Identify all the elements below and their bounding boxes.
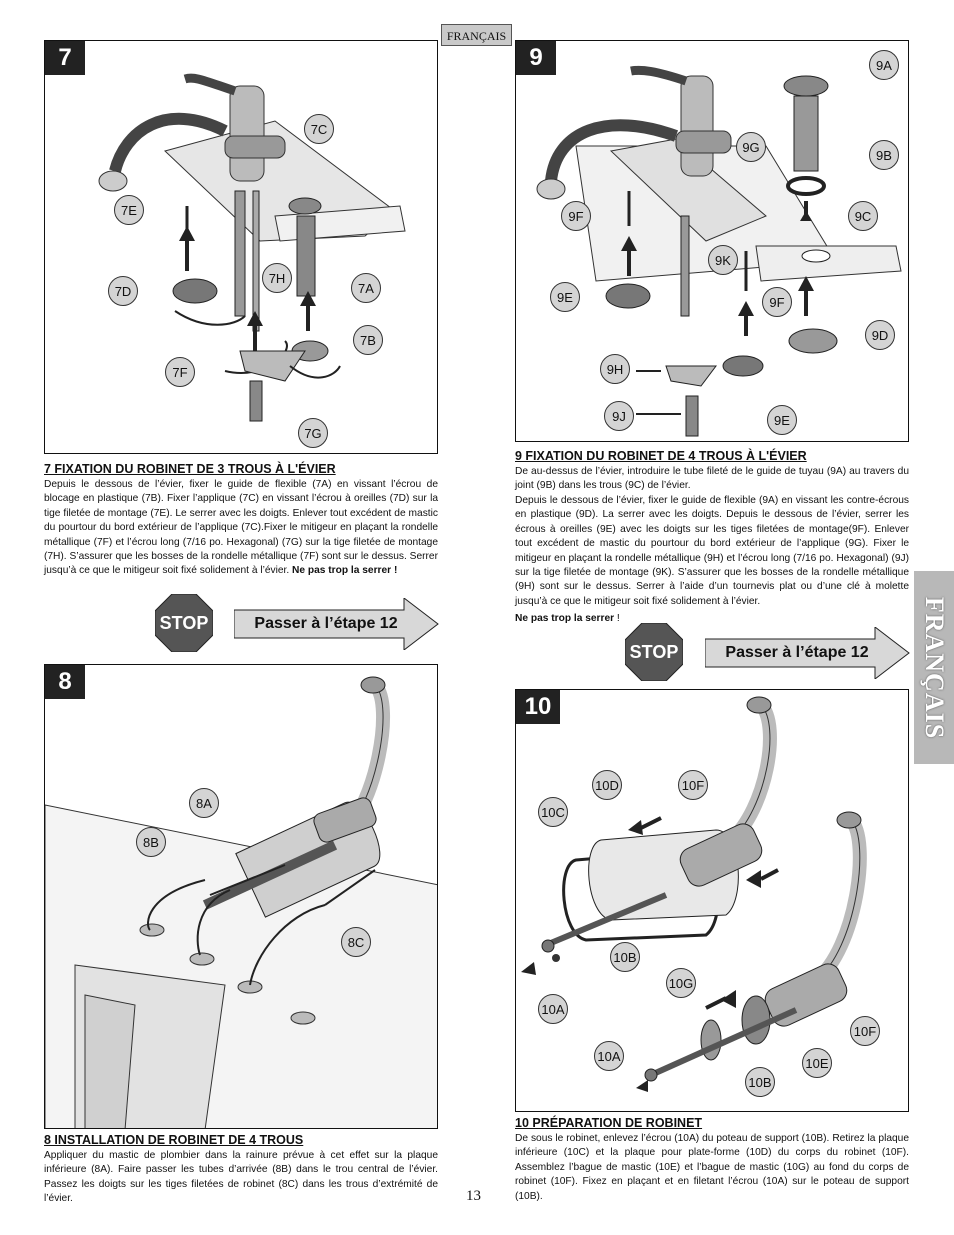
step10-title: 10 PRÉPARATION DE ROBINET (515, 1116, 703, 1130)
step10-number: 10 (516, 690, 560, 724)
callout-10G: 10G (666, 968, 696, 998)
callout-8C: 8C (341, 927, 371, 957)
callout-8A: 8A (189, 788, 219, 818)
step8-drawing (45, 676, 437, 1128)
step9-warning-line: Ne pas trop la serrer ! (515, 612, 909, 626)
step7-illustration: 7 7C 7E 7D 7H 7A 7B (44, 40, 438, 454)
step9-warning-tail: ! (614, 613, 620, 624)
callout-7F: 7F (165, 357, 195, 387)
page-number: 13 (466, 1188, 481, 1204)
step7-stop-label: STOP (159, 613, 209, 633)
callout-7E: 7E (114, 195, 144, 225)
step9-illustration: 9 9A 9G 9B 9F 9C 9K 9E 9F 9D 9H 9J (515, 40, 909, 442)
callout-9F-lower: 9F (762, 287, 792, 317)
callout-7H: 7H (262, 263, 292, 293)
callout-7D: 7D (108, 276, 138, 306)
language-side-tab-label: FRANÇAIS (920, 596, 949, 739)
step9-text-2: Depuis le dessous de l’évier, fixer le g… (515, 495, 909, 607)
step9-stop-label: STOP (629, 642, 679, 662)
step9-goto-arrow: Passer à l’étape 12 (705, 627, 910, 679)
callout-9B: 9B (869, 140, 899, 170)
callout-10A: 10A (538, 994, 568, 1024)
step10-text: De sous le robinet, enlevez l’écrou (10A… (515, 1133, 909, 1202)
step8-number: 8 (45, 665, 85, 699)
step10-drawing (521, 696, 867, 1092)
callout-7G: 7G (298, 418, 328, 448)
callout-9E-lower: 9E (767, 405, 797, 435)
step7-title: 7 FIXATION DU ROBINET DE 3 TROUS À L'ÉVI… (44, 462, 336, 476)
callout-9A: 9A (869, 50, 899, 80)
step7-goto-label: Passer à l’étape 12 (254, 615, 398, 632)
callout-9D: 9D (865, 320, 895, 350)
language-side-tab: FRANÇAIS (914, 571, 954, 764)
step7-text: Depuis le dessous de l’évier, fixer le g… (44, 478, 438, 579)
callout-10F: 10F (678, 770, 708, 800)
step10-illustration: 10 10D 10F 10C 10B 10G 10A 10F 10A 10E 1… (515, 689, 909, 1112)
step8-illustration: 8 8A 8B 8C (44, 664, 438, 1129)
step9-number: 9 (516, 41, 556, 75)
callout-9C: 9C (848, 201, 878, 231)
step7-number: 7 (45, 41, 85, 75)
step9-warning: Ne pas trop la serrer (515, 613, 615, 624)
callout-9F: 9F (561, 201, 591, 231)
callout-10B: 10B (610, 942, 640, 972)
step9-text-1: De au-dessus de l’évier, introduire le t… (515, 466, 909, 492)
step9-goto-label: Passer à l’étape 12 (725, 644, 869, 661)
callout-7C: 7C (304, 114, 334, 144)
language-tag: FRANÇAIS (441, 24, 512, 46)
callout-10B-lower: 10B (745, 1067, 775, 1097)
callout-10F-lower: 10F (850, 1016, 880, 1046)
callout-7A: 7A (351, 273, 381, 303)
callout-10A-lower: 10A (594, 1041, 624, 1071)
callout-10C: 10C (538, 797, 568, 827)
callout-9G: 9G (736, 132, 766, 162)
step8-title: 8 INSTALLATION DE ROBINET DE 4 TROUS (44, 1133, 304, 1147)
step9-drawing (536, 65, 902, 437)
callout-8B: 8B (136, 827, 166, 857)
step7-drawing (98, 73, 406, 422)
step9-stop-sign: STOP (625, 623, 683, 681)
step7-body: Depuis le dessous de l’évier, fixer le g… (44, 479, 438, 577)
step9-title: 9 FIXATION DU ROBINET DE 4 TROUS À L'ÉVI… (515, 449, 807, 463)
callout-9H: 9H (600, 354, 630, 384)
step7-goto-arrow: Passer à l’étape 12 (234, 598, 439, 650)
callout-10D: 10D (592, 770, 622, 800)
step7-warning: Ne pas trop la serrer ! (292, 565, 398, 577)
callout-9E: 9E (550, 282, 580, 312)
callout-7B: 7B (353, 325, 383, 355)
callout-9K: 9K (708, 245, 738, 275)
step8-text: Appliquer du mastic de plombier dans la … (44, 1150, 438, 1205)
callout-9J: 9J (604, 401, 634, 431)
step7-stop-sign: STOP (155, 594, 213, 652)
callout-10E: 10E (802, 1048, 832, 1078)
